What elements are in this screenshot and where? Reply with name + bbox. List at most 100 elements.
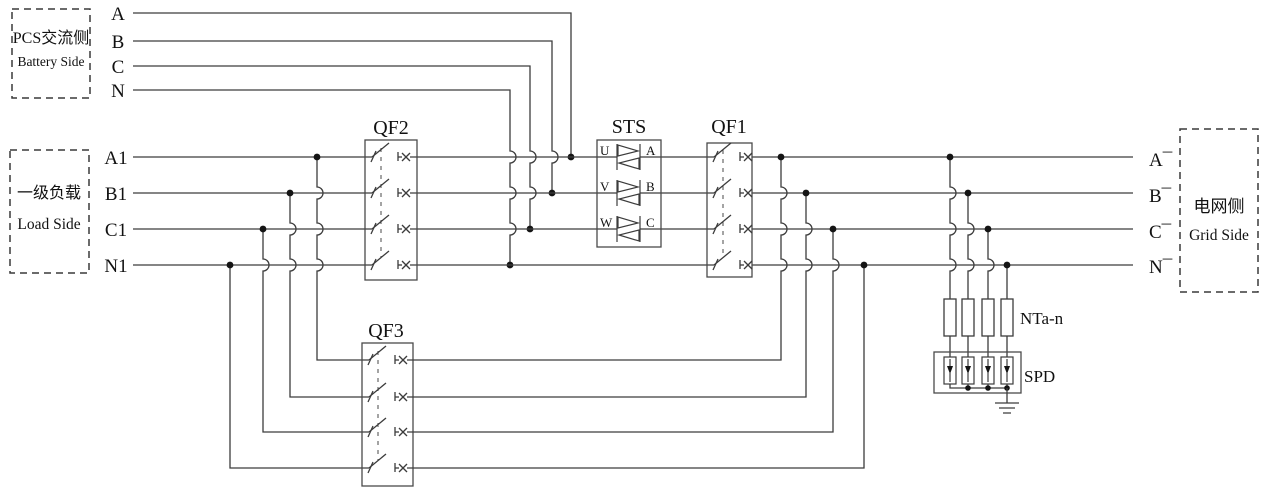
fuse-icon (1000, 298, 1014, 337)
breaker-pole-icon (712, 178, 753, 199)
breaker-pole-icon (712, 214, 753, 235)
junction-dot (259, 225, 267, 233)
fuse-tap-b (967, 193, 975, 299)
breaker-pole-icon (370, 250, 411, 271)
battery-terminal-c: C (112, 57, 125, 78)
grid-terminal-c: C¯ (1149, 222, 1172, 243)
breaker-pole-icon (367, 453, 408, 474)
qf3-tap-c (262, 229, 369, 433)
spd-unit: SPD (933, 351, 1055, 414)
qf1-breaker: QF1 (706, 116, 753, 278)
qf3-breaker: QF3 (361, 320, 414, 487)
battery-terminal-b: B (112, 32, 125, 53)
load-terminals: A1 B1 C1 N1 (104, 148, 127, 277)
spd-label: SPD (1024, 367, 1055, 386)
battery-wire-b (133, 40, 559, 193)
spd-module-icon (961, 356, 975, 385)
qf3-box (361, 342, 414, 487)
breaker-pole-icon (370, 178, 411, 199)
sts-input-w: W (600, 215, 613, 230)
sts-output-c: C (646, 215, 655, 230)
sts-box (596, 139, 662, 248)
junction-dot (829, 225, 837, 233)
breaker-pole-icon (367, 417, 408, 438)
battery-wire-a (133, 12, 572, 157)
battery-terminal-n: N (111, 81, 125, 102)
main-bus-wires (133, 156, 1133, 266)
battery-terminals: A B C N (111, 4, 125, 102)
battery-terminal-a: A (111, 4, 125, 25)
grid-box-border (1179, 128, 1259, 293)
sts-input-u: U (600, 143, 610, 158)
junction-dot (777, 153, 785, 161)
junction-dot (965, 385, 971, 391)
grid-terminal-a: A¯ (1149, 150, 1173, 171)
sts-output-b: B (646, 179, 655, 194)
qf2-breaker: QF2 (364, 117, 418, 281)
load-terminal-n1: N1 (104, 256, 127, 277)
junction-dot (802, 189, 810, 197)
battery-box-label-en: Battery Side (17, 54, 84, 69)
qf3-tap-b (289, 193, 369, 398)
spd-bus (949, 384, 1008, 389)
qf3-tap-a (316, 157, 369, 361)
qf3-out-c (407, 229, 840, 433)
breaker-pole-icon (712, 250, 753, 271)
junction-dot (964, 189, 972, 197)
battery-side-box: PCS交流侧 Battery Side (11, 8, 91, 99)
sts-output-a: A (646, 143, 656, 158)
grid-box-label-en: Grid Side (1189, 227, 1249, 244)
breaker-pole-icon (712, 142, 753, 163)
qf3-out-n (407, 265, 865, 469)
junction-dot (860, 261, 868, 269)
qf3-out-b (407, 193, 813, 398)
breaker-pole-icon (370, 214, 411, 235)
thyristor-pair-icon (616, 179, 641, 207)
load-terminal-b1: B1 (105, 184, 127, 205)
load-terminal-a1: A1 (104, 148, 127, 169)
grid-terminal-n: N¯ (1149, 257, 1173, 278)
grid-box-label-cn: 电网侧 (1194, 197, 1245, 216)
sts-input-v: V (600, 179, 610, 194)
load-box-label-cn: 一级负载 (17, 184, 81, 202)
qf1-label: QF1 (711, 116, 747, 138)
thyristor-pair-icon (616, 143, 641, 171)
junction-dot (286, 189, 294, 197)
breaker-pole-icon (370, 142, 411, 163)
junction-dot (313, 153, 321, 161)
junction-dot (1003, 261, 1011, 269)
fuse-icon (981, 298, 995, 337)
fuse-icon (943, 298, 957, 337)
breaker-pole-icon (367, 382, 408, 403)
spd-module-icon (981, 356, 995, 385)
battery-wire-c (133, 65, 537, 229)
load-terminal-c1: C1 (105, 220, 127, 241)
grid-terminals: A¯ B¯ C¯ N¯ (1149, 150, 1173, 278)
sts-label: STS (612, 116, 646, 138)
fuse-tap-a (949, 157, 957, 299)
qf3-input-taps (226, 153, 369, 469)
load-side-box: 一级负载 Load Side (9, 149, 90, 274)
spd-module-icon (1000, 356, 1014, 385)
battery-wire-n (133, 89, 517, 265)
grid-side-box: 电网侧 Grid Side (1179, 128, 1259, 293)
junction-dot (226, 261, 234, 269)
battery-box-label-cn: PCS交流侧 (13, 29, 89, 47)
qf3-output-links (407, 153, 868, 469)
load-box-label-en: Load Side (17, 216, 80, 233)
qf2-label: QF2 (373, 117, 409, 139)
fuse-bank: NTa-n (943, 153, 1064, 357)
load-box-border (9, 149, 90, 274)
fuse-tap-c (987, 229, 995, 299)
qf3-label: QF3 (368, 320, 404, 342)
junction-dot (946, 153, 954, 161)
breaker-pole-icon (367, 345, 408, 366)
qf2-box (364, 139, 418, 281)
sts-switch: STS U V W A B C (596, 116, 662, 248)
ground-icon (995, 388, 1019, 414)
thyristor-pair-icon (616, 215, 641, 243)
fuse-icon (961, 298, 975, 337)
junction-dot (984, 225, 992, 233)
